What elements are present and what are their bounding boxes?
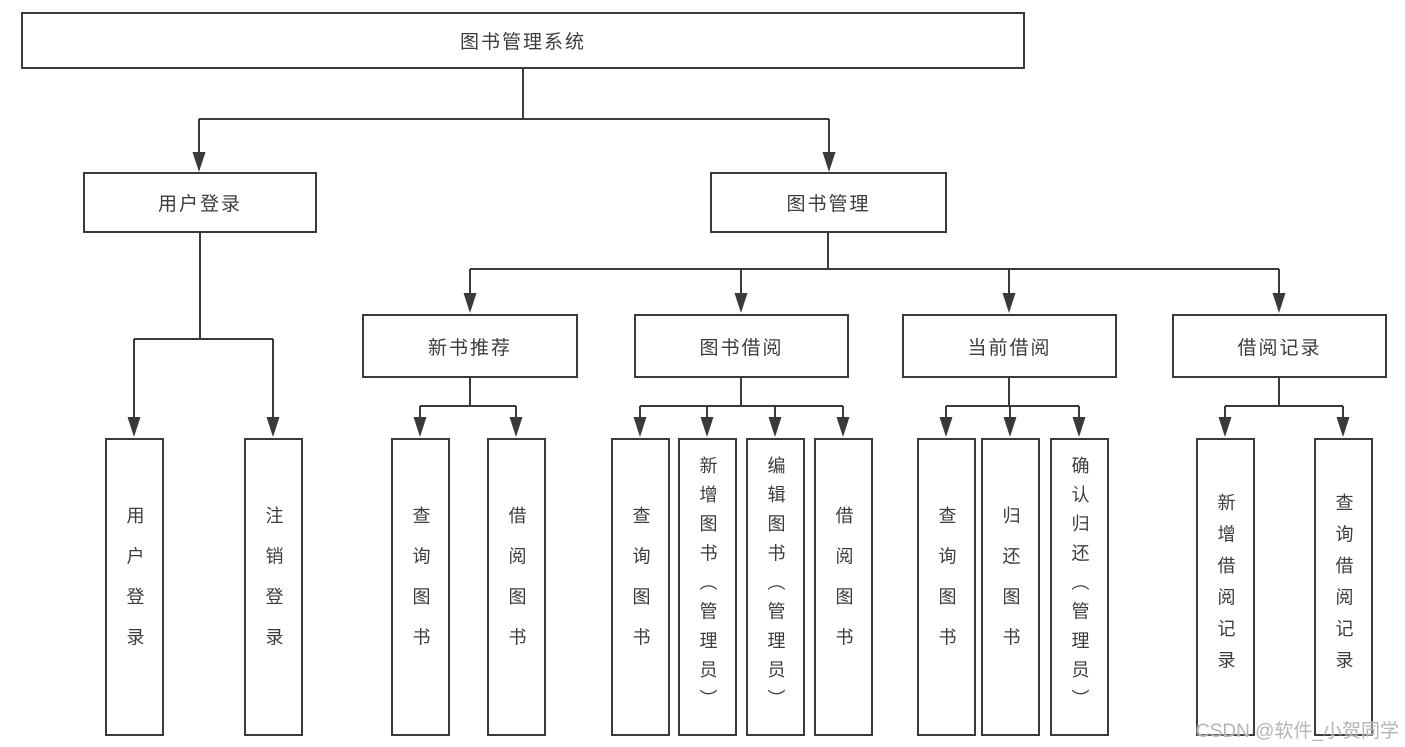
leaf-label: 归还图书 [1000, 506, 1021, 668]
leaf-label: 查询借阅记录 [1333, 492, 1354, 682]
leaf-user-login: 用户登录 [105, 438, 164, 736]
leaf-return-books: 归还图书 [981, 438, 1040, 736]
node-label: 当前借阅 [967, 337, 1052, 359]
leaf-query-borrow-record: 查询借阅记录 [1314, 438, 1373, 736]
node-label: 图书管理系统 [459, 32, 586, 53]
leaf-logout: 注销登录 [244, 438, 303, 736]
node-label: 借阅记录 [1237, 337, 1322, 359]
leaf-query-books-current: 查询图书 [917, 438, 976, 736]
leaf-label: 查询图书 [630, 506, 651, 668]
leaf-borrow-books-recommend: 借阅图书 [487, 438, 546, 736]
watermark-text: CSDN @软件_小贺同学 [1196, 721, 1399, 742]
node-label: 新书推荐 [427, 337, 512, 359]
leaf-query-books-recommend: 查询图书 [391, 438, 450, 736]
leaf-borrow-books-borrowing: 借阅图书 [814, 438, 873, 736]
node-label: 用户登录 [157, 194, 242, 215]
node-label: 图书借阅 [699, 337, 784, 359]
leaf-label: 新增借阅记录 [1215, 492, 1236, 682]
leaf-label: 新增图书（管理员） [697, 455, 718, 719]
node-new-book-recommendation: 新书推荐 [362, 314, 578, 378]
leaf-label: 确认归还（管理员） [1069, 455, 1090, 719]
leaf-edit-books-admin: 编辑图书（管理员） [746, 438, 805, 736]
node-current-borrowing: 当前借阅 [902, 314, 1117, 378]
leaf-add-books-admin: 新增图书（管理员） [678, 438, 737, 736]
node-library-management-system: 图书管理系统 [21, 12, 1025, 69]
leaf-label: 注销登录 [263, 506, 284, 668]
leaf-label: 用户登录 [124, 506, 145, 668]
node-label: 图书管理 [786, 194, 871, 215]
node-book-management: 图书管理 [710, 172, 947, 233]
node-borrowing-records: 借阅记录 [1172, 314, 1387, 378]
leaf-label: 查询图书 [936, 506, 957, 668]
leaf-confirm-return-admin: 确认归还（管理员） [1050, 438, 1109, 736]
leaf-label: 查询图书 [410, 506, 431, 668]
leaf-label: 借阅图书 [833, 506, 854, 668]
leaf-add-borrow-record: 新增借阅记录 [1196, 438, 1255, 736]
leaf-label: 借阅图书 [506, 506, 527, 668]
node-book-borrowing: 图书借阅 [634, 314, 849, 378]
node-user-login: 用户登录 [83, 172, 317, 233]
leaf-label: 编辑图书（管理员） [765, 455, 786, 719]
leaf-query-books-borrowing: 查询图书 [611, 438, 670, 736]
